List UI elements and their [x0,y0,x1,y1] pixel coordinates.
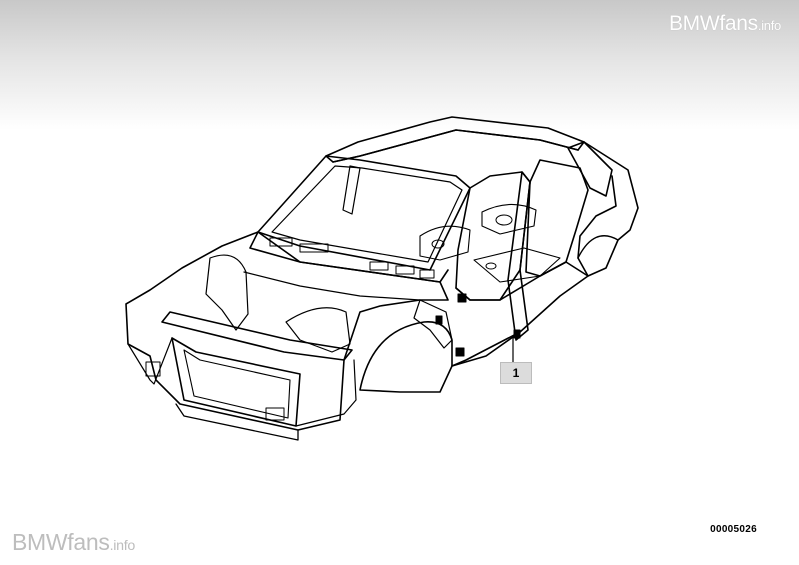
hinge-brackets [435,293,521,357]
floor-details [431,214,513,270]
roof-edge [332,129,579,163]
strut-tower [413,299,453,349]
sill-lower [451,331,521,367]
radiator-support-top [161,311,353,361]
radiator-frame [171,337,301,427]
windshield-frame [257,155,471,271]
watermark-brand: BMWfans [668,12,758,35]
cowl-openings [269,237,435,279]
rear-quarter-panel [577,141,639,277]
watermark-bottom-left: BMWfans.info [12,529,135,556]
quarter-window [567,141,613,197]
top-gradient-band [0,0,799,130]
a-pillar-left [342,165,361,215]
radiator-frame-inner [183,349,291,419]
longitudinal-right [295,359,357,427]
firewall [243,271,421,301]
front-crossmember [175,403,299,441]
watermark-suffix: .info [109,538,136,554]
inner-wheelhouse-right [285,307,351,353]
rear-seat-bulkhead [473,247,561,283]
watermark-brand: BMWfans [12,529,110,555]
b-pillar [507,171,531,341]
rear-door-opening [525,159,589,277]
floor-pan-rear [481,203,537,235]
longitudinal-left [127,337,173,385]
front-fender-arch [359,321,453,393]
floor-pan-front [419,225,471,261]
headlight-mount-left [145,361,161,377]
part-number-label: 00005026 [710,524,757,535]
callout-label-1: 1 [500,362,532,384]
rear-wheel-arch [577,235,619,259]
headlight-mount-right [265,407,285,421]
inner-wheelhouse-left [205,254,249,331]
front-door-opening [455,171,531,301]
watermark-suffix: .info [757,18,781,33]
watermark-top-right: BMWfans.info [669,12,781,36]
engine-bay-outline [125,231,449,431]
sill [451,261,589,367]
